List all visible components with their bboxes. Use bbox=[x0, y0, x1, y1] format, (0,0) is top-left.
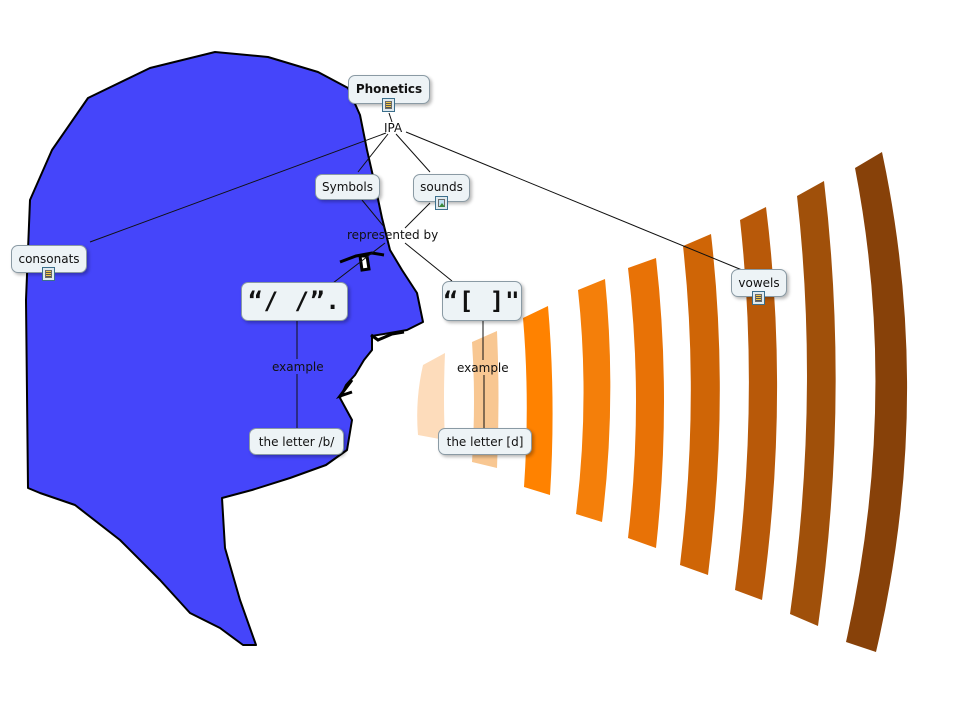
bracket-notation-label: “[ ]" bbox=[443, 287, 521, 315]
sound-wave-1 bbox=[417, 353, 445, 440]
eye-mark bbox=[358, 254, 371, 272]
mouth-stroke-lower bbox=[335, 379, 354, 399]
phonetics-document-icon[interactable] bbox=[382, 98, 395, 112]
consonats-document-icon[interactable] bbox=[42, 267, 55, 281]
link-ipa-vowels bbox=[405, 131, 743, 271]
link-ipa-symbols bbox=[357, 133, 389, 173]
link-phonetics-ipa bbox=[388, 112, 393, 123]
mouth-stroke-upper bbox=[370, 330, 405, 342]
ipa-label: IPA bbox=[384, 121, 403, 135]
letter-d-label: the letter [d] bbox=[446, 435, 524, 449]
connector-lines bbox=[89, 112, 743, 428]
bracket-notation-node[interactable]: “[ ]" bbox=[442, 281, 522, 321]
sound-wave-3 bbox=[523, 306, 553, 495]
letter-b-node[interactable]: the letter /b/ bbox=[249, 428, 344, 455]
consonats-node[interactable]: consonats bbox=[11, 245, 87, 273]
link-ipa-consonats bbox=[89, 132, 387, 243]
link-represented-slashes bbox=[332, 242, 386, 284]
sound-wave-5 bbox=[628, 258, 664, 548]
vowels-label: vowels bbox=[738, 276, 780, 290]
represented-by-label: represented by bbox=[347, 228, 439, 242]
sounds-label: sounds bbox=[420, 180, 463, 194]
example-right-label: example bbox=[457, 361, 509, 375]
letter-d-node[interactable]: the letter [d] bbox=[438, 428, 532, 455]
slash-notation-node[interactable]: “/ /”. bbox=[241, 282, 348, 321]
sounds-image-icon[interactable] bbox=[435, 196, 448, 210]
symbols-node[interactable]: Symbols bbox=[315, 174, 380, 200]
sound-wave-8 bbox=[790, 181, 836, 626]
consonats-label: consonats bbox=[18, 252, 80, 266]
sound-waves bbox=[417, 152, 908, 652]
link-represented-brackets bbox=[404, 242, 453, 282]
sound-wave-6 bbox=[680, 234, 720, 575]
sound-wave-7 bbox=[735, 207, 778, 600]
sound-wave-4 bbox=[576, 279, 611, 522]
letter-b-label: the letter /b/ bbox=[258, 435, 335, 449]
vowels-document-icon[interactable] bbox=[752, 291, 765, 305]
sound-wave-9 bbox=[846, 152, 908, 652]
example-left-label: example bbox=[272, 360, 324, 374]
head-silhouette bbox=[25, 51, 424, 646]
slash-notation-label: “/ /”. bbox=[248, 287, 341, 315]
phonetics-label: Phonetics bbox=[355, 82, 423, 96]
sounds-node[interactable]: sounds bbox=[413, 174, 470, 202]
symbols-label: Symbols bbox=[322, 180, 373, 194]
link-sounds-represented bbox=[404, 202, 431, 229]
link-symbols-represented bbox=[361, 199, 386, 229]
link-ipa-sounds bbox=[395, 133, 431, 173]
